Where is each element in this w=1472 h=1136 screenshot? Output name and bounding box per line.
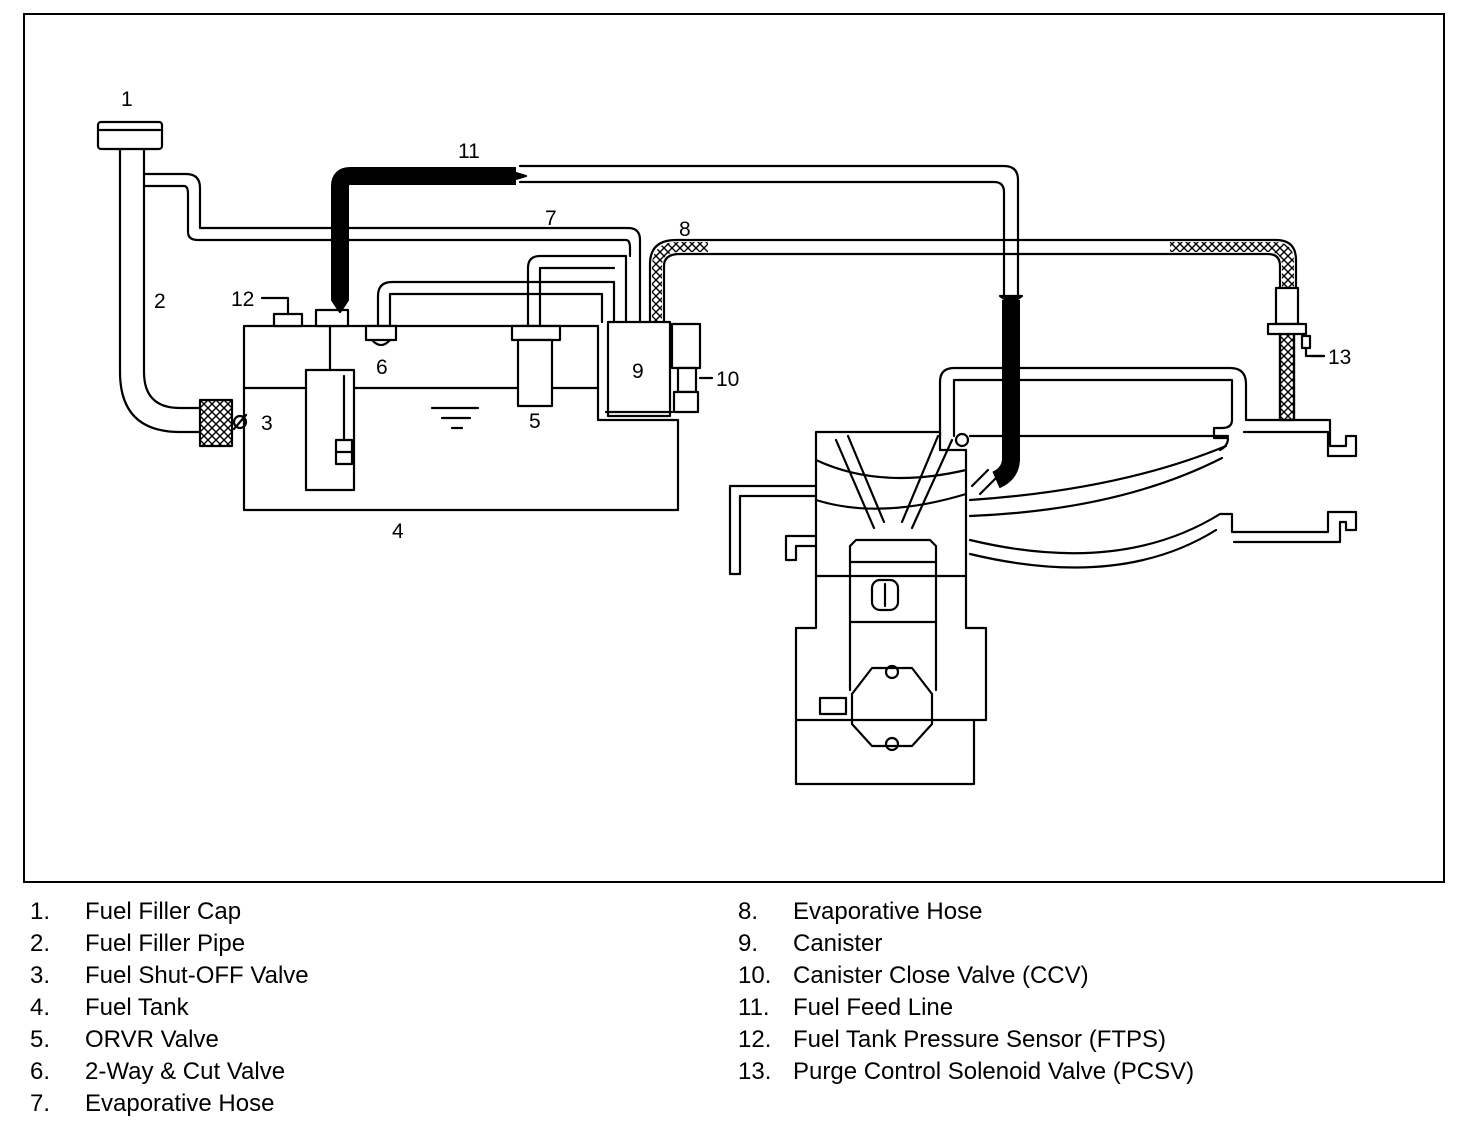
- legend-number: 1.: [30, 898, 51, 925]
- legend-number: 6.: [30, 1058, 51, 1085]
- legend-number: 8.: [738, 898, 759, 925]
- legend-right-column: 8. Evaporative Hose 9. Canister 10. Cani…: [738, 896, 1194, 1088]
- legend-item: 4. Fuel Tank: [30, 992, 309, 1024]
- callout-numbers: 1 2 3 4 5 6 7 8 9 10 11 12 13: [121, 88, 1351, 543]
- fuel-tank: [242, 318, 680, 512]
- callout-10: 10: [716, 368, 739, 391]
- callout-4: 4: [392, 520, 404, 543]
- orvr-valve: [510, 324, 562, 408]
- two-way-cut-valve: [364, 324, 398, 347]
- fuel-feed-line: [330, 164, 1024, 496]
- callout-11: 11: [458, 140, 480, 163]
- fuel-shutoff-valve: [198, 398, 248, 448]
- fuel-filler-pipe: [118, 147, 202, 434]
- callout-6: 6: [376, 356, 388, 379]
- legend-item: 7. Evaporative Hose: [30, 1088, 309, 1120]
- legend-label: Fuel Filler Pipe: [85, 930, 246, 957]
- legend-number: 9.: [738, 930, 759, 957]
- canister-close-valve: [670, 322, 714, 414]
- legend-number: 2.: [30, 930, 51, 957]
- legend-item: 8. Evaporative Hose: [738, 896, 1194, 928]
- vapor-hose-5: [526, 254, 628, 328]
- callout-5: 5: [529, 410, 541, 433]
- fuel-filler-cap: [96, 120, 164, 151]
- fuel-tank-pressure-sensor: [260, 296, 350, 328]
- legend-label: Fuel Feed Line: [793, 994, 954, 1021]
- legend-item: 3. Fuel Shut-OFF Valve: [30, 960, 309, 992]
- legend-item: 1. Fuel Filler Cap: [30, 896, 309, 928]
- legend-item: 13. Purge Control Solenoid Valve (PCSV): [738, 1056, 1194, 1088]
- legend-label: Fuel Tank Pressure Sensor (FTPS): [793, 1026, 1167, 1053]
- callout-2: 2: [154, 290, 166, 313]
- callout-9: 9: [632, 360, 644, 383]
- legend-number: 13.: [738, 1058, 772, 1085]
- legend-item: 5. ORVR Valve: [30, 1024, 309, 1056]
- callout-12: 12: [231, 288, 254, 311]
- legend-label: ORVR Valve: [85, 1026, 219, 1053]
- legend-left-column: 1. Fuel Filler Cap 2. Fuel Filler Pipe 3…: [30, 896, 309, 1120]
- legend-number: 4.: [30, 994, 51, 1021]
- evaporative-hose-7: [142, 172, 642, 324]
- callout-7: 7: [545, 207, 557, 230]
- canister: [604, 320, 674, 418]
- legend-number: 5.: [30, 1026, 51, 1053]
- legend-number: 11.: [738, 994, 770, 1021]
- legend-label: Evaporative Hose: [793, 898, 983, 925]
- callout-13: 13: [1328, 346, 1351, 369]
- legend-number: 10.: [738, 962, 772, 989]
- legend-number: 7.: [30, 1090, 51, 1117]
- callout-8: 8: [679, 218, 691, 241]
- legend-item: 12. Fuel Tank Pressure Sensor (FTPS): [738, 1024, 1194, 1056]
- callout-3: 3: [261, 412, 273, 435]
- legend-item: 11. Fuel Feed Line: [738, 992, 1194, 1024]
- legend-item: 6. 2-Way & Cut Valve: [30, 1056, 309, 1088]
- evaporative-hose-8: [648, 238, 1298, 422]
- legend-label: Evaporative Hose: [85, 1090, 275, 1117]
- legend-number: 12.: [738, 1026, 772, 1053]
- legend-label: Purge Control Solenoid Valve (PCSV): [793, 1058, 1195, 1085]
- legend-item: 9. Canister: [738, 928, 1194, 960]
- legend-label: Canister: [793, 930, 883, 957]
- engine: [728, 366, 1358, 786]
- legend-label: 2-Way & Cut Valve: [85, 1058, 286, 1085]
- legend-item: 2. Fuel Filler Pipe: [30, 928, 309, 960]
- legend-label: Fuel Shut-OFF Valve: [85, 962, 309, 989]
- legend-number: 3.: [30, 962, 51, 989]
- callout-1: 1: [121, 88, 133, 111]
- legend-label: Fuel Filler Cap: [85, 898, 242, 925]
- legend-label: Canister Close Valve (CCV): [793, 962, 1089, 989]
- legend-label: Fuel Tank: [85, 994, 189, 1021]
- diagram-frame: [23, 13, 1445, 883]
- legend-item: 10. Canister Close Valve (CCV): [738, 960, 1194, 992]
- purge-control-solenoid-valve: [1266, 286, 1326, 358]
- vapor-hose-6: [376, 280, 616, 328]
